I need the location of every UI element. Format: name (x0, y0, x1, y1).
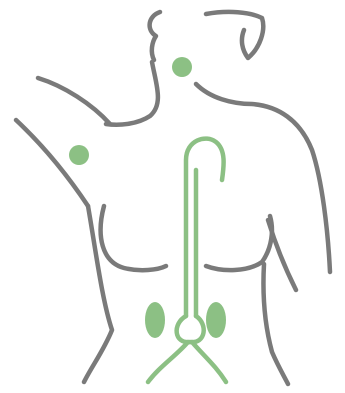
tract-right-branch (192, 342, 226, 382)
bladder-loop (177, 316, 204, 342)
tract-line (186, 139, 224, 316)
right-arm-inner-outline (268, 220, 296, 290)
neck-back-outline (106, 62, 158, 125)
neck-front-outline (196, 84, 330, 272)
right-chest-outline (206, 216, 272, 270)
torso-left-outline (84, 206, 112, 382)
tract-left-branch (148, 342, 188, 382)
face-outline (206, 12, 263, 58)
torso-right-outline (263, 264, 288, 384)
neck-lymph-node (172, 57, 192, 77)
head-back-outline (150, 12, 160, 60)
armpit-lymph-node (69, 145, 89, 165)
right-kidney (206, 302, 226, 338)
upper-arm-outline (38, 78, 110, 124)
left-kidney (145, 302, 165, 338)
left-chest-outline (101, 206, 166, 270)
